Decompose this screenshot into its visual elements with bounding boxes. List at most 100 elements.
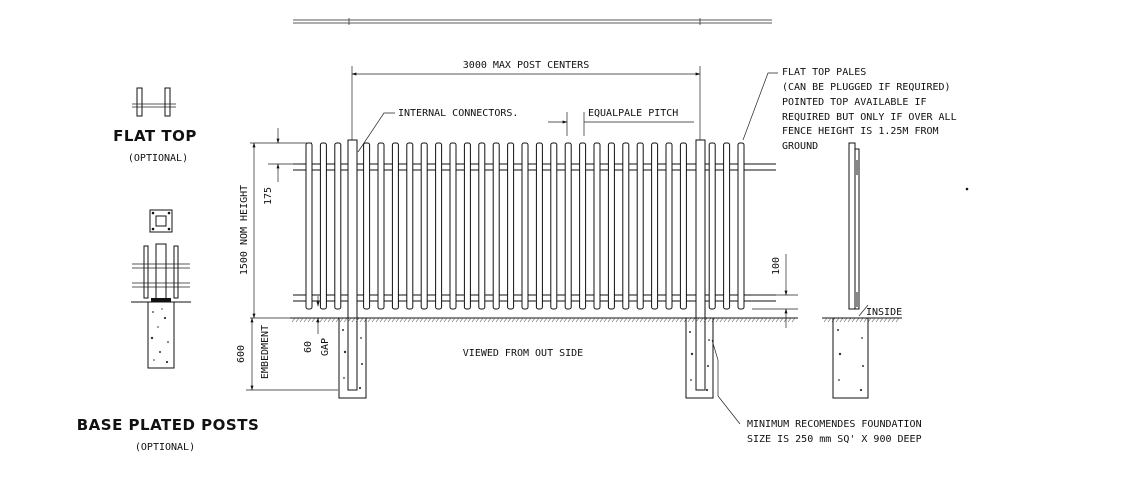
hatch-line — [551, 317, 556, 323]
hatch-line — [787, 317, 792, 323]
pale — [507, 142, 515, 310]
foundation-line-2: SIZE IS 250 mm SQ' X 900 DEEP — [747, 434, 922, 445]
hatch-line — [503, 317, 508, 323]
hatch-line — [475, 317, 480, 323]
hatch-line — [643, 317, 648, 323]
hatch-line — [331, 317, 336, 323]
post-centers-label: 3000 MAX POST CENTERS — [463, 60, 589, 71]
hatch-line — [631, 317, 636, 323]
hatch-line — [695, 317, 700, 323]
hatch-line — [635, 317, 640, 323]
hatch-line — [887, 317, 892, 323]
fence-elevation — [290, 139, 798, 399]
note-line-5: FENCE HEIGHT IS 1.25M FROM — [782, 126, 939, 137]
hatch-line — [783, 317, 788, 323]
hatch-line — [891, 317, 896, 323]
hatch-line — [595, 317, 600, 323]
hatch-line — [715, 317, 720, 323]
pale — [492, 142, 500, 310]
dim-100: 100 — [752, 254, 798, 328]
side-section: INSIDE — [822, 142, 902, 399]
hatch-line — [619, 317, 624, 323]
hatch-line — [559, 317, 564, 323]
hatch-line — [571, 317, 576, 323]
dim-600-label: 600 — [236, 345, 247, 363]
hatch-line — [775, 317, 780, 323]
note-line-3: POINTED TOP AVAILABLE IF — [782, 97, 927, 108]
hatch-line — [423, 317, 428, 323]
pale — [665, 142, 673, 310]
internal-connectors-label: INTERNAL CONNECTORS. — [398, 108, 518, 119]
hatch-line — [767, 317, 772, 323]
hatch-line — [519, 317, 524, 323]
embedment-label: EMBEDMENT — [260, 325, 271, 379]
hatch-line — [291, 317, 296, 323]
hatch-line — [759, 317, 764, 323]
hatch-line — [347, 317, 352, 323]
gap-label: GAP — [320, 338, 331, 356]
base-plated-optional: (OPTIONAL) — [135, 442, 195, 453]
hatch-line — [467, 317, 472, 323]
pale — [679, 142, 687, 310]
hatch-line — [543, 317, 548, 323]
post-right — [695, 139, 706, 391]
hatch-line — [311, 317, 316, 323]
hatch-line — [599, 317, 604, 323]
hatch-line — [383, 317, 388, 323]
pale — [319, 142, 327, 310]
pale — [550, 142, 558, 310]
hatch-line — [747, 317, 752, 323]
hatch-line — [547, 317, 552, 323]
pale-pitch-dimension: EQUALPALE PITCH — [548, 108, 694, 136]
hatch-line — [855, 317, 860, 323]
dim-60-label: 60 — [303, 341, 314, 353]
hatch-line — [703, 317, 708, 323]
pale — [305, 142, 313, 310]
hatch-line — [315, 317, 320, 323]
hatch-line — [435, 317, 440, 323]
hatch-line — [647, 317, 652, 323]
hatch-line — [779, 317, 784, 323]
hatch-line — [587, 317, 592, 323]
pale — [420, 142, 428, 310]
hatch-line — [823, 317, 828, 323]
nom-height-dimension: 1500 NOM HEIGHT — [239, 142, 312, 319]
hatch-line — [607, 317, 612, 323]
pale — [406, 142, 414, 310]
hatch-line — [751, 317, 756, 323]
pale — [723, 142, 731, 310]
hatch-line — [699, 317, 704, 323]
hatch-line — [499, 317, 504, 323]
pales-group — [305, 142, 745, 310]
hatch-line — [523, 317, 528, 323]
hatch-line — [319, 317, 324, 323]
dim-175-label: 175 — [263, 187, 274, 205]
nom-height-label: 1500 NOM HEIGHT — [239, 185, 250, 275]
hatch-line — [827, 317, 832, 323]
pale — [564, 142, 572, 310]
hatch-line — [883, 317, 888, 323]
ground-hatch — [291, 317, 796, 323]
hatch-line — [407, 317, 412, 323]
hatch-line — [659, 317, 664, 323]
hatch-line — [323, 317, 328, 323]
hatch-line — [431, 317, 436, 323]
hatch-line — [591, 317, 596, 323]
hatch-line — [511, 317, 516, 323]
foundation-left — [338, 317, 367, 399]
hatch-line — [603, 317, 608, 323]
hatch-line — [419, 317, 424, 323]
top-border-line — [293, 18, 772, 25]
hatch-line — [327, 317, 332, 323]
hatch-line — [463, 317, 468, 323]
hatch-line — [299, 317, 304, 323]
dim-100-label: 100 — [771, 257, 782, 275]
pale — [363, 142, 371, 310]
hatch-line — [723, 317, 728, 323]
pale — [334, 142, 342, 310]
hatch-line — [875, 317, 880, 323]
hatch-line — [359, 317, 364, 323]
hatch-line — [303, 317, 308, 323]
viewed-from-label: VIEWED FROM OUT SIDE — [463, 348, 583, 359]
hatch-line — [355, 317, 360, 323]
